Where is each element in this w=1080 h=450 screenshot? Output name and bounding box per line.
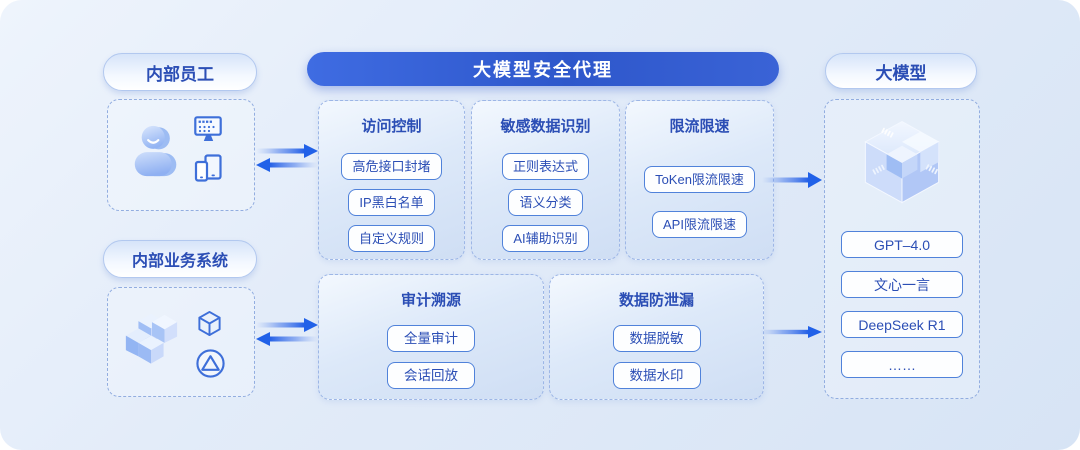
- module-access-control: 访问控制 高危接口封堵 IP黑白名单 自定义规则: [318, 100, 465, 260]
- feature-chip: 自定义规则: [347, 225, 435, 252]
- module-title: 审计溯源: [400, 292, 461, 309]
- feature-chip: 会话回放: [387, 362, 475, 389]
- hexagon-box-icon: [198, 310, 221, 337]
- module-items: 正则表达式 语义分类 AI辅助识别: [472, 153, 619, 252]
- arrow-right-icon: [256, 144, 318, 158]
- cubes-icon: [125, 313, 178, 364]
- module-items: 全量审计 会话回放: [319, 325, 543, 389]
- feature-chip: 数据水印: [612, 362, 701, 389]
- module-title: 访问控制: [361, 118, 422, 135]
- feature-chip: 语义分类: [508, 189, 583, 216]
- arrow-right-icon: [760, 326, 822, 338]
- model-more: ……: [841, 351, 963, 378]
- internal-systems-box: [107, 287, 255, 397]
- triangle-circle-icon: [196, 349, 225, 378]
- internal-employees-label: 内部员工: [103, 53, 257, 91]
- feature-chip: AI辅助识别: [502, 225, 589, 252]
- module-items: 高危接口封堵 IP黑白名单 自定义规则: [319, 153, 464, 252]
- arrow-left-icon: [256, 158, 318, 172]
- module-title: 限流限速: [669, 118, 730, 135]
- feature-chip: ToKen限流限速: [644, 166, 755, 193]
- module-dlp: 数据防泄漏 数据脱敏 数据水印: [549, 274, 764, 400]
- module-items: 数据脱敏 数据水印: [550, 325, 763, 389]
- feature-chip: IP黑白名单: [348, 189, 435, 216]
- feature-chip: 正则表达式: [501, 153, 589, 180]
- feature-chip: API限流限速: [652, 211, 747, 238]
- feature-chip: 全量审计: [387, 325, 475, 352]
- model-gpt4: GPT–4.0: [841, 231, 963, 258]
- user-icon: [134, 125, 177, 177]
- model-wenxin: 文心一言: [841, 271, 963, 298]
- module-title: 敏感数据识别: [500, 118, 591, 135]
- internal-systems-label: 内部业务系统: [103, 240, 257, 278]
- feature-chip: 高危接口封堵: [341, 153, 442, 180]
- arrow-right-icon: [762, 172, 822, 188]
- feature-chip: 数据脱敏: [612, 325, 701, 352]
- model-list: GPT–4.0 文心一言 DeepSeek R1 ……: [825, 100, 979, 378]
- arrow-left-icon: [256, 332, 318, 346]
- module-items: ToKen限流限速 API限流限速: [626, 166, 773, 238]
- devices-icon: [194, 154, 222, 182]
- module-sensitive-data: 敏感数据识别 正则表达式 语义分类 AI辅助识别: [471, 100, 620, 260]
- internal-employees-box: [107, 99, 255, 211]
- module-title: 数据防泄漏: [618, 292, 694, 309]
- model-deepseek: DeepSeek R1: [841, 311, 963, 338]
- module-rate-limit: 限流限速 ToKen限流限速 API限流限速: [625, 100, 774, 260]
- arrow-right-icon: [256, 318, 318, 332]
- large-models-box: GPT–4.0 文心一言 DeepSeek R1 ……: [824, 99, 980, 399]
- ai-cube-icon: [864, 121, 940, 204]
- monitor-icon: [194, 116, 222, 141]
- large-models-label: 大模型: [825, 53, 977, 89]
- proxy-title-banner: 大模型安全代理: [307, 52, 779, 86]
- module-audit-trace: 审计溯源 全量审计 会话回放: [318, 274, 544, 400]
